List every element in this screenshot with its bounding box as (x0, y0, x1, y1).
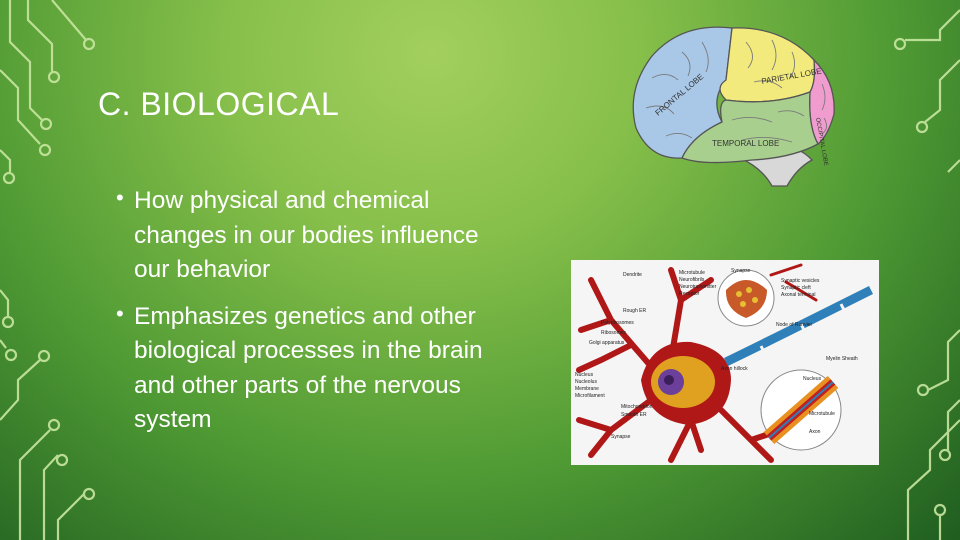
neuron-label: Smooth ER (621, 412, 647, 418)
neuron-illustration: Dendrite Microtubule Neurofibrils Neurot… (575, 263, 874, 463)
brain-lobes-image: PARIETAL LOBE FRONTAL LOBE TEMPORAL LOBE… (632, 26, 835, 187)
neuron-label: Polyribosomes (601, 320, 634, 326)
neuron-label: Myelin Sheath (826, 356, 858, 362)
neuron-label: Dendrite (623, 272, 642, 278)
bullet-icon: • (116, 185, 124, 210)
neuron-label: Rough ER (623, 308, 646, 314)
bullet-list: • How physical and chemical changes in o… (116, 184, 516, 450)
neuron-label: Synaptic vesicles (781, 278, 820, 284)
neuron-label: Golgi apparatus (589, 340, 625, 346)
bullet-text: Emphasizes genetics and other biological… (134, 302, 483, 434)
neuron-label: Synapse (611, 434, 631, 440)
lobe-label: TEMPORAL LOBE (712, 139, 779, 148)
neuron-label: Mitochondrion (621, 404, 653, 410)
neuron-label: Axon (809, 429, 821, 435)
neuron-label: Receptor (679, 291, 700, 297)
neuron-label: Neurofibrils (679, 277, 705, 283)
neuron-label: Nucleolus (575, 379, 597, 385)
neuron-diagram-image: Dendrite Microtubule Neurofibrils Neurot… (571, 260, 879, 465)
neuron-label: Nucleus (803, 376, 822, 382)
neuron-label: Synapse (731, 268, 751, 274)
neuron-label: Ribosomes (601, 330, 627, 336)
slide-title: C. BIOLOGICAL (98, 86, 340, 122)
neuron-label: Axon hillock (721, 366, 748, 372)
bullet-text: How physical and chemical changes in our… (134, 187, 479, 283)
bullet-icon: • (116, 300, 124, 326)
bullet-item: • Emphasizes genetics and other biologic… (116, 300, 516, 438)
bullet-item: • How physical and chemical changes in o… (116, 184, 516, 288)
neuron-label: Synaptic cleft (781, 285, 811, 291)
neuron-label: Nucleus (575, 372, 594, 378)
neuron-label: Axonal terminal (781, 292, 815, 298)
neuron-label: Microfilament (575, 393, 605, 399)
neuron-label: Node of Ranvier (776, 322, 812, 328)
neuron-label: Membrane (575, 386, 599, 392)
neuron-label: Microtubule (679, 270, 705, 276)
neuron-label: Neurotransmitter (679, 284, 717, 290)
neuron-label: Microtubule (809, 411, 835, 417)
